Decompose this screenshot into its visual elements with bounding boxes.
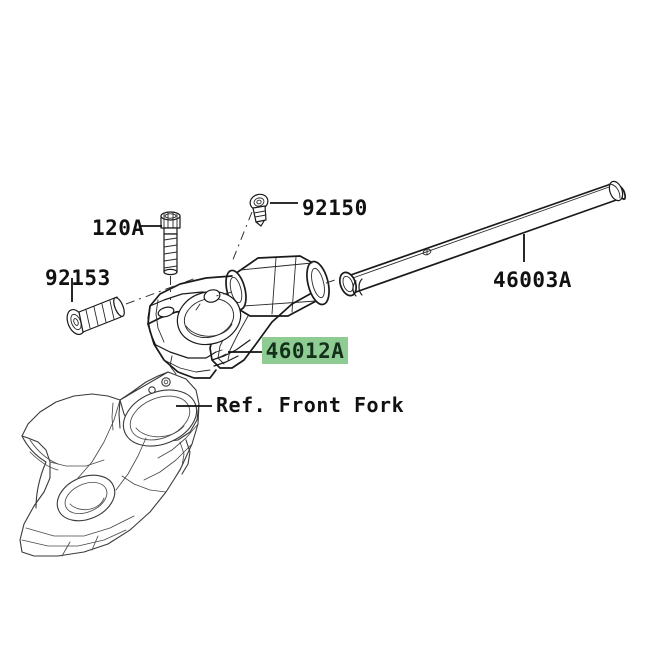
leader-lines — [140, 202, 525, 407]
handlebar-tube — [338, 180, 627, 297]
clamp-bolt-120a — [160, 211, 181, 300]
flange-bolt-92153 — [66, 277, 197, 336]
alignment-centerline-left — [215, 291, 233, 297]
callout-label-92150: 92150 — [302, 196, 368, 220]
callout-label-92153: 92153 — [45, 266, 111, 290]
front-fork-bracket-reference — [19, 371, 200, 557]
alignment-centerline — [325, 276, 345, 284]
callout-label-120a: 120A — [92, 216, 145, 240]
reference-note-front-fork: Ref. Front Fork — [216, 393, 405, 417]
socket-head-bolt-92150 — [231, 193, 269, 263]
callout-label-46012a-text: 46012A — [265, 338, 345, 363]
handlebar-holder — [147, 255, 330, 379]
callout-label-46003a: 46003A — [493, 268, 572, 292]
callout-label-46012a-highlighted[interactable]: 46012A — [262, 337, 348, 364]
